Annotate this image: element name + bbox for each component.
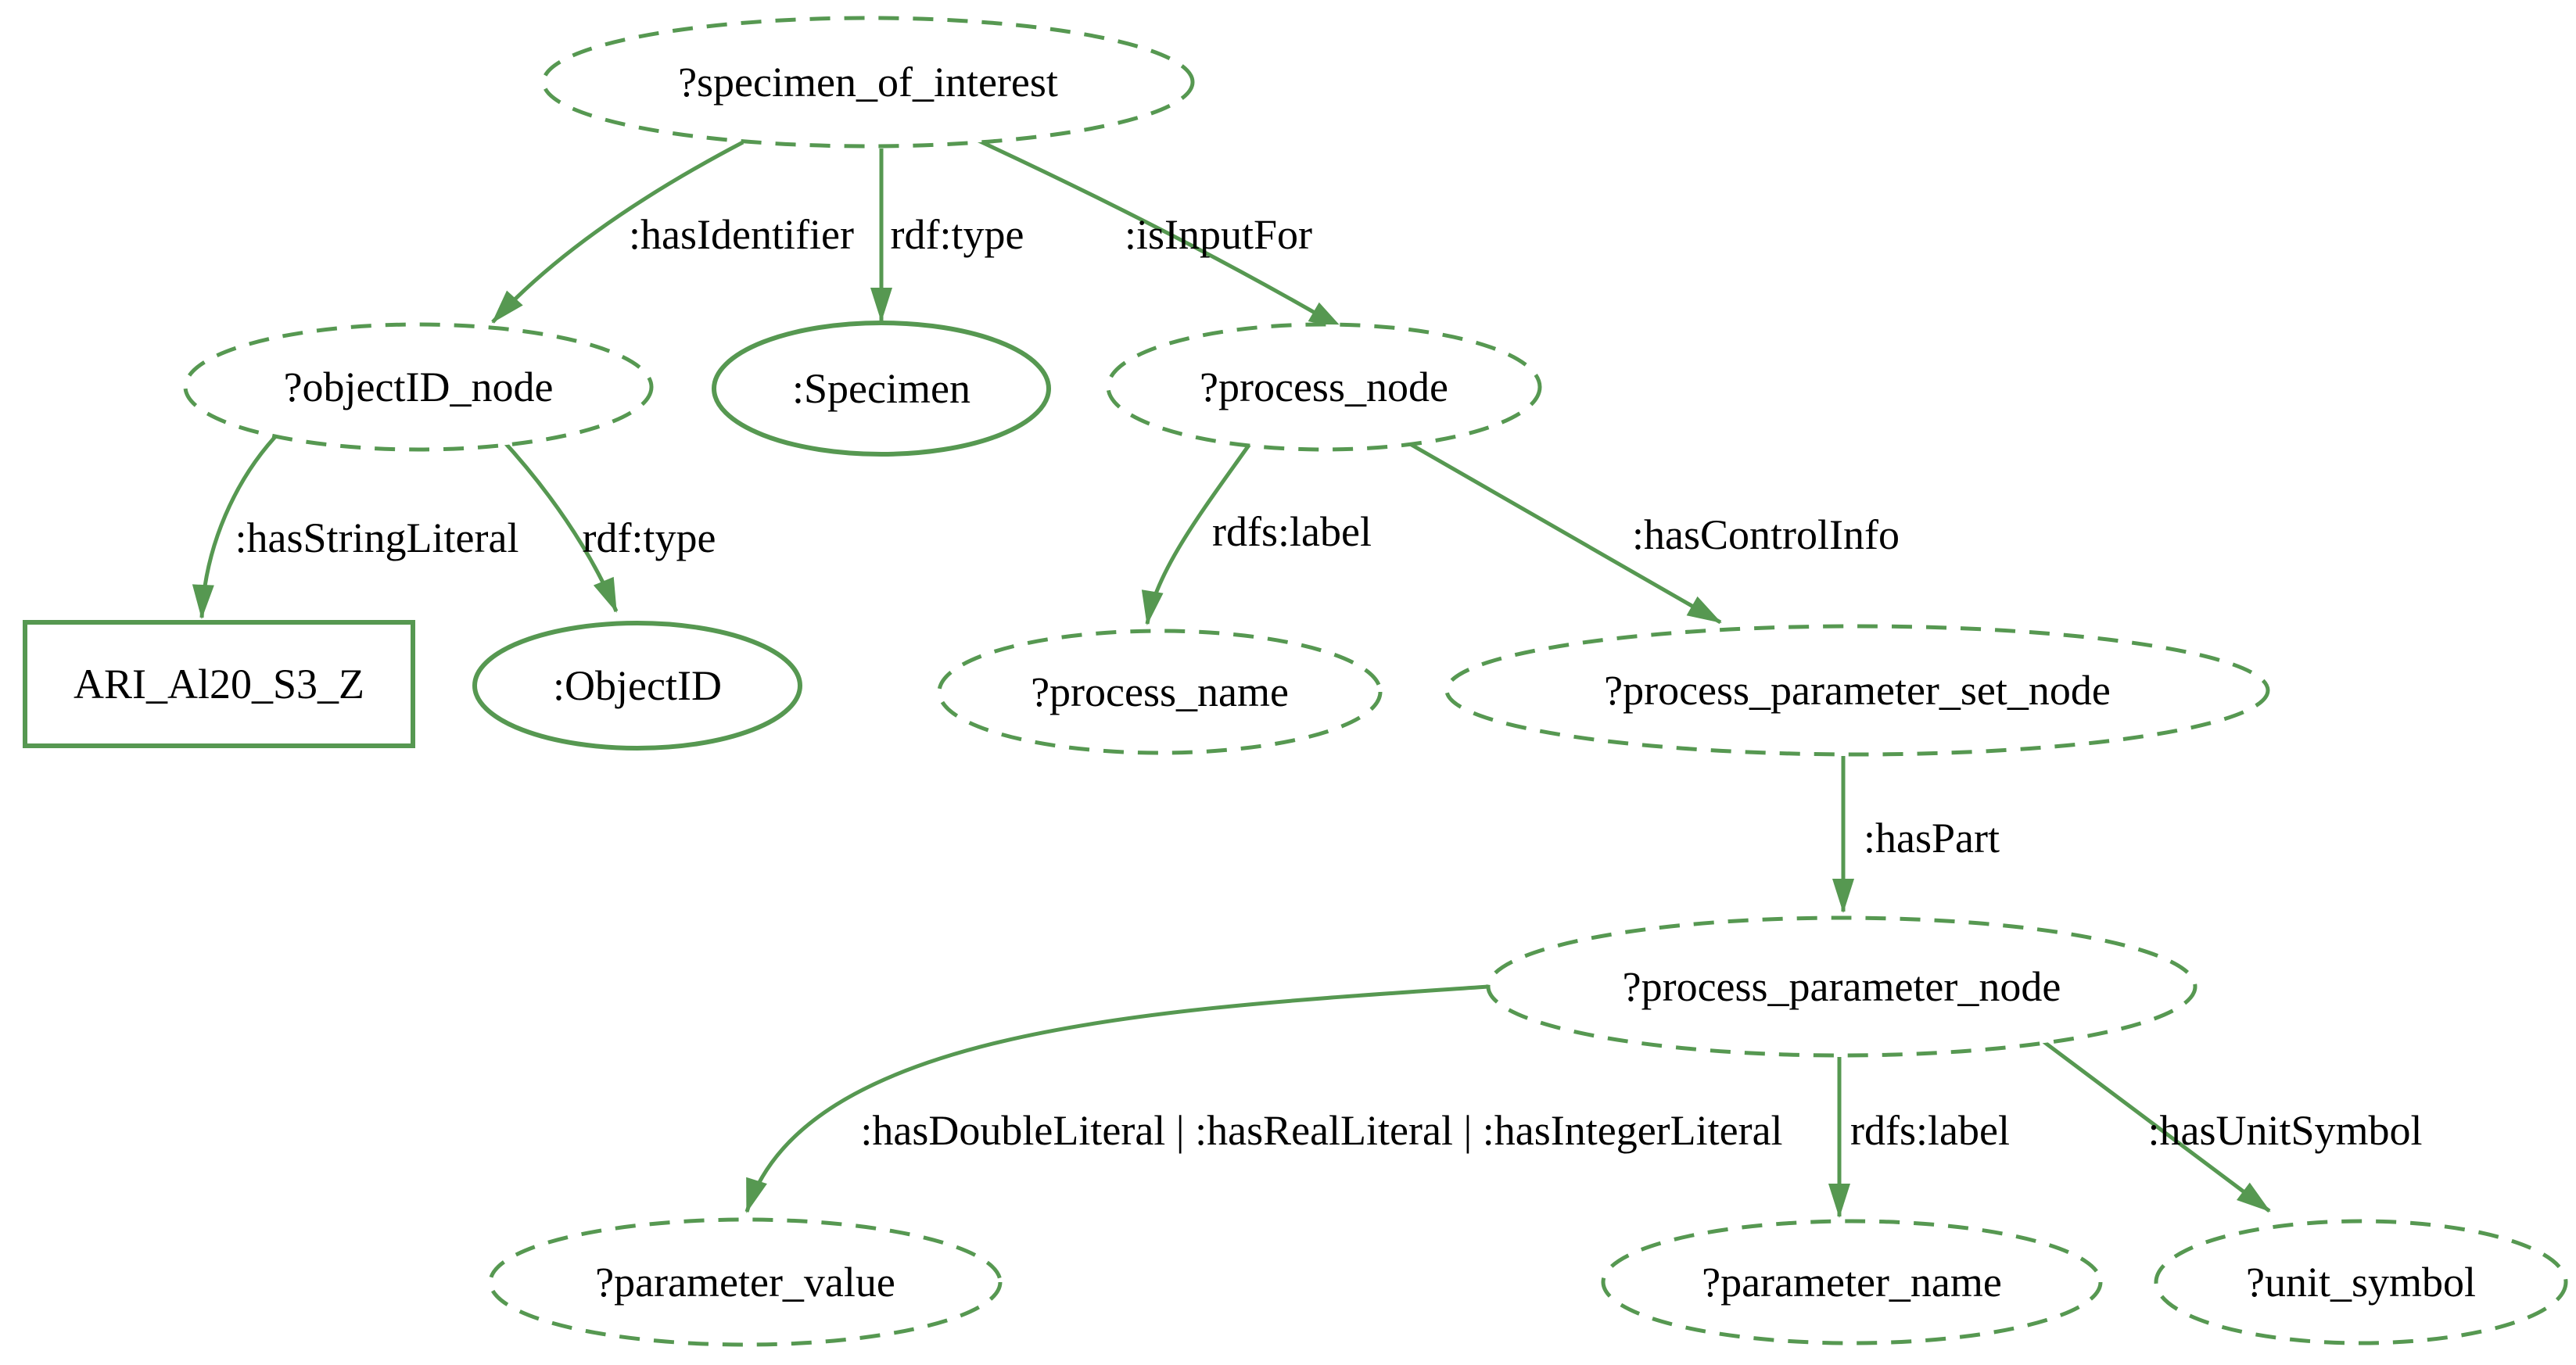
node-label-parameter-value: ?parameter_value (595, 1259, 895, 1306)
edge-label-has-part: :hasPart (1864, 815, 2000, 862)
node-process-node (1106, 322, 1542, 452)
edge-has-control-info (1405, 439, 1722, 625)
node-label-objectid-class: :ObjectID (553, 662, 722, 709)
node-label-process-parameter-node: ?process_parameter_node (1623, 963, 2061, 1010)
node-label-process-node: ?process_node (1200, 364, 1448, 410)
edge-rdfs-label-process (1141, 442, 1252, 625)
edge-label-rdf-type-specimen: rdf:type (891, 211, 1024, 258)
node-label-process-parameter-set-node: ?process_parameter_set_node (1604, 667, 2111, 714)
node-process-name (937, 629, 1383, 755)
edge-label-has-string-literal: :hasStringLiteral (235, 514, 519, 561)
node-process-parameter-node (1486, 915, 2197, 1058)
node-label-specimen-class: :Specimen (792, 365, 970, 412)
node-specimen-class (712, 321, 1051, 457)
edge-has-string-literal (192, 428, 283, 619)
edge-label-rdf-type-objectid: rdf:type (583, 514, 716, 561)
node-objectid-node (183, 322, 654, 452)
edge-label-is-input-for: :isInputFor (1125, 211, 1312, 258)
edge-label-has-control-info: :hasControlInfo (1632, 511, 1900, 558)
node-label-objectid-node: ?objectID_node (284, 364, 554, 410)
edge-label-rdfs-label-process: rdfs:label (1212, 508, 1372, 555)
node-objectid-class (472, 621, 802, 751)
edge-label-rdfs-label-parameter: rdfs:label (1850, 1107, 2010, 1154)
edges-layer (192, 137, 2271, 1218)
edge-label-has-identifier: :hasIdentifier (629, 211, 854, 258)
node-label-process-name: ?process_name (1031, 668, 1289, 715)
node-parameter-value (488, 1217, 1003, 1347)
node-label-specimen-of-interest: ?specimen_of_interest (678, 59, 1058, 106)
node-string-literal (23, 620, 415, 748)
node-process-parameter-set-node (1444, 624, 2270, 757)
edge-label-has-unit-symbol: :hasUnitSymbol (2147, 1107, 2422, 1154)
nodes-layer: ?specimen_of_interest ?objectID_node :Spec… (23, 16, 2568, 1347)
node-unit-symbol (2154, 1219, 2568, 1345)
edge-label-has-value-literal: :hasDoubleLiteral | :hasRealLiteral | :h… (860, 1107, 1782, 1154)
edge-has-value-literal (744, 984, 1489, 1213)
node-label-string-literal: ARI_Al20_S3_Z (74, 661, 364, 708)
edge-labels-layer: :hasIdentifier rdf:type :isInputFor :hasStr… (235, 211, 2423, 1154)
edge-is-input-for (974, 137, 1344, 331)
node-label-unit-symbol: ?unit_symbol (2246, 1259, 2476, 1306)
edge-rdf-type-objectid (499, 436, 619, 613)
edge-has-unit-symbol (2024, 1026, 2271, 1213)
node-specimen-of-interest (541, 16, 1195, 149)
node-parameter-name (1601, 1219, 2103, 1345)
node-label-parameter-name: ?parameter_name (1702, 1259, 2002, 1306)
edge-has-identifier (491, 140, 744, 324)
